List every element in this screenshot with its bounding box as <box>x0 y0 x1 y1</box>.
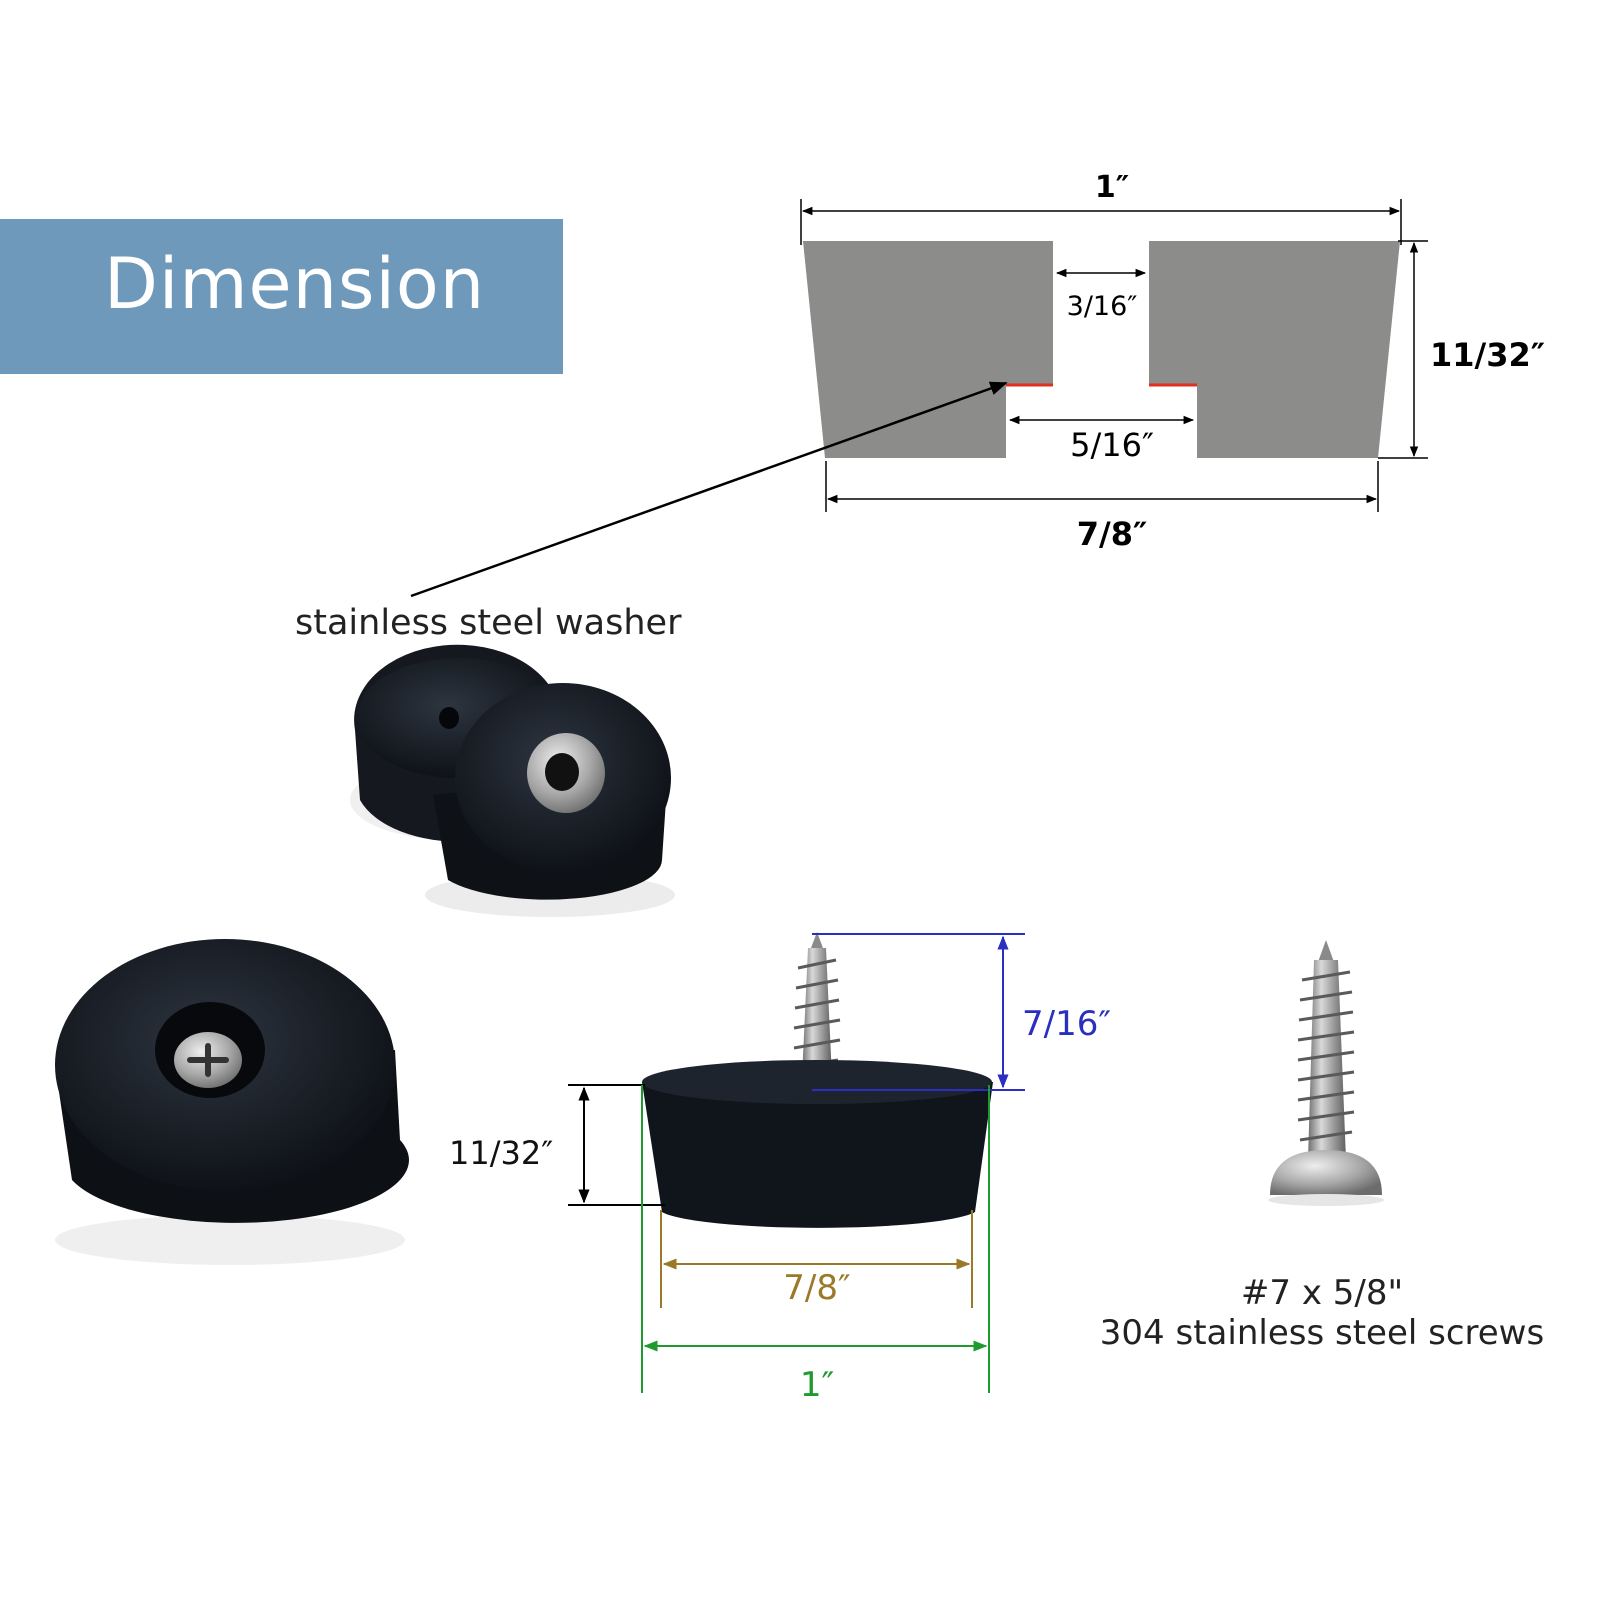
screw-threads <box>1297 970 1355 1142</box>
side-view: 11/32″ 7/16″ 7/8″ 1″ <box>449 932 1111 1405</box>
bumper-single-photo <box>55 939 409 1265</box>
screw-shank <box>1308 960 1346 1160</box>
screw-length-label: 7/16″ <box>1022 1004 1111 1044</box>
hole-top-label: 3/16″ <box>1067 291 1138 322</box>
screw-spec-line2: 304 stainless steel screws <box>1100 1313 1544 1353</box>
cross-section-left-half <box>803 241 1053 458</box>
top-width-label: 1″ <box>1095 170 1129 205</box>
height-label: 11/32″ <box>1430 336 1545 374</box>
phillips-cross-icon <box>187 1043 229 1077</box>
hole-bottom-label: 5/16″ <box>1070 426 1154 464</box>
side-bottom-width-label: 7/8″ <box>783 1268 850 1308</box>
screw-pan-head <box>1270 1150 1382 1195</box>
bottom-width-label: 7/8″ <box>1077 515 1148 553</box>
side-view-bumper-body <box>642 1082 993 1228</box>
bumper-back-hole <box>439 707 459 729</box>
side-view-screw-tip <box>811 932 823 948</box>
cross-section: 1″ 11/32″ 3/16″ 5/16″ 7/8″ <box>800 170 1545 553</box>
cross-section-right-half <box>1149 241 1400 458</box>
screw-photo <box>1268 940 1384 1206</box>
side-top-width-label: 1″ <box>800 1365 834 1405</box>
screw-shadow <box>1268 1194 1384 1206</box>
screw-spec-line1: #7 x 5/8" <box>1241 1273 1403 1313</box>
side-height-label: 11/32″ <box>449 1134 553 1172</box>
bumper-front-hole <box>545 753 579 791</box>
screw-tip <box>1318 940 1334 962</box>
dimension-banner: Dimension <box>0 219 563 374</box>
bumper-pair-photo <box>350 644 675 917</box>
washer-callout-line <box>410 381 1008 598</box>
bumper-single-shadow <box>55 1215 405 1265</box>
banner-title: Dimension <box>104 243 486 325</box>
washer-callout-label: stainless steel washer <box>295 603 682 643</box>
side-view-bumper-top <box>642 1060 992 1104</box>
